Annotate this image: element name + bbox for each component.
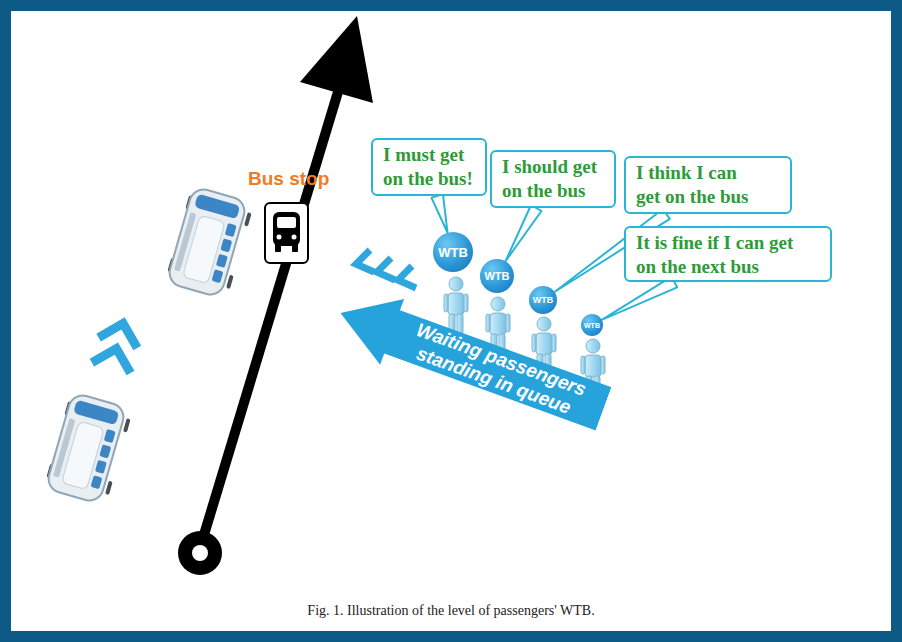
wtb-label: WTB <box>584 322 600 329</box>
bubble-tail <box>602 277 677 320</box>
passenger-figure <box>444 277 468 334</box>
bubble-text: It is fine if I can get on the next bus <box>636 231 802 279</box>
queue-arrow: Waiting passengers standing in queue <box>328 280 615 442</box>
queue-arrow-fill <box>328 280 615 442</box>
figure-caption: Fig. 1. Illustration of the level of pas… <box>0 603 902 619</box>
bubble-tail <box>505 205 541 261</box>
bus-stop-label: Bus stop <box>248 168 329 190</box>
wtb-circle: WTB <box>433 232 473 272</box>
speech-bubble: I should get on the bus <box>490 150 616 208</box>
bubble-tail-shape <box>602 277 677 320</box>
bubble-text: I think I can get on the bus <box>636 161 752 209</box>
bubble-text: I must get on the bus! <box>383 143 474 191</box>
queue-text-box: Waiting passengers standing in queue <box>389 312 606 428</box>
speech-bubble: I must get on the bus! <box>371 138 487 196</box>
route-origin-dot <box>192 545 208 561</box>
bus-stop-symbol <box>273 212 300 252</box>
bubble-tail <box>431 194 447 232</box>
route-line <box>200 82 341 548</box>
route-arrowhead <box>300 16 373 103</box>
wtb-label: WTB <box>484 270 509 282</box>
bus-stop-sign <box>265 203 308 263</box>
wtb-circle: WTB <box>529 286 557 314</box>
bubble-tail-shape <box>505 205 541 261</box>
bus-icon <box>164 186 254 300</box>
wtb-label: WTB <box>533 295 554 305</box>
speech-bubble: I think I can get on the bus <box>624 156 792 214</box>
wtb-label: WTB <box>438 245 468 260</box>
wtb-circle: WTB <box>581 314 603 336</box>
bubble-text: I should get on the bus <box>502 155 606 203</box>
bus-icon <box>43 392 133 506</box>
bubble-tail-shape <box>431 194 447 232</box>
queue-text: Waiting passengers standing in queue <box>389 313 605 428</box>
queue-chevrons <box>356 250 416 288</box>
motion-chevrons <box>92 318 143 373</box>
route-origin <box>178 531 222 575</box>
speech-bubble: It is fine if I can get on the next bus <box>624 226 832 282</box>
wtb-circle: WTB <box>480 259 514 293</box>
